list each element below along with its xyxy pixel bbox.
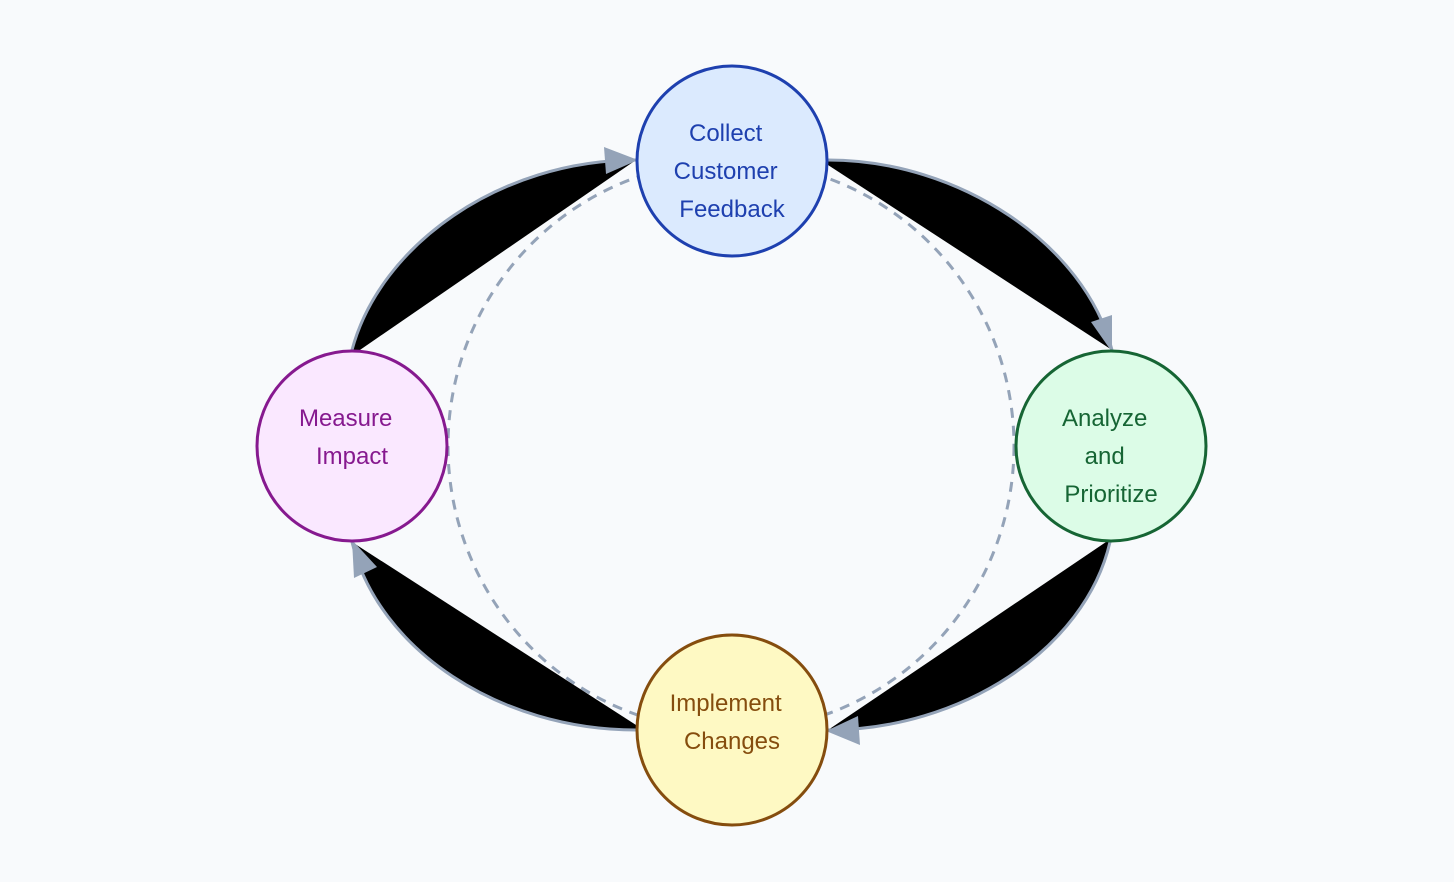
node-label-line-2: Customer [674, 158, 778, 185]
arrowhead-icon [1091, 315, 1112, 352]
edge-arc [350, 158, 637, 351]
edge-arc [827, 158, 1114, 351]
edge-implement-to-measure [350, 540, 637, 732]
node-label-line-3: Prioritize [1064, 481, 1157, 508]
edge-analyze-to-implement [826, 541, 1112, 745]
node-label-line-2: Changes [684, 728, 780, 755]
node-collect-customer-feedback: Collect Customer Feedback [635, 64, 829, 258]
node-label-line-1: Measure [299, 405, 392, 432]
node-circle [255, 349, 449, 543]
arrowhead-icon [826, 716, 860, 745]
node-circle [635, 64, 829, 258]
node-label-line-1: Analyze [1062, 405, 1147, 432]
edge-arc [350, 541, 637, 732]
node-analyze-and-prioritize: Analyze and Prioritize [1014, 349, 1208, 543]
node-label: Analyze and Prioritize [1062, 405, 1158, 508]
node-label-line-3: Feedback [679, 196, 785, 223]
node-label-line-2: Impact [316, 443, 388, 470]
edge-wedge [828, 542, 1110, 730]
node-circle [1014, 349, 1208, 543]
node-circle [635, 633, 829, 827]
node-label-line-1: Collect [689, 120, 763, 147]
edge-measure-to-collect [350, 147, 638, 352]
arrowhead-icon [352, 540, 377, 578]
node-label-line-1: Implement [670, 690, 782, 717]
edge-arc [827, 541, 1112, 732]
edge-wedge [352, 160, 636, 352]
node-measure-impact: Measure Impact [255, 349, 449, 543]
edge-wedge [352, 542, 636, 730]
node-label: Collect Customer Feedback [674, 120, 786, 223]
edge-wedge [828, 160, 1112, 350]
node-implement-changes: Implement Changes [635, 633, 829, 827]
edge-collect-to-analyze [827, 158, 1114, 352]
node-label-line-2: and [1085, 443, 1125, 470]
arrowhead-icon [604, 147, 638, 174]
node-label: Measure Impact [299, 405, 399, 470]
node-label: Implement Changes [670, 690, 789, 755]
